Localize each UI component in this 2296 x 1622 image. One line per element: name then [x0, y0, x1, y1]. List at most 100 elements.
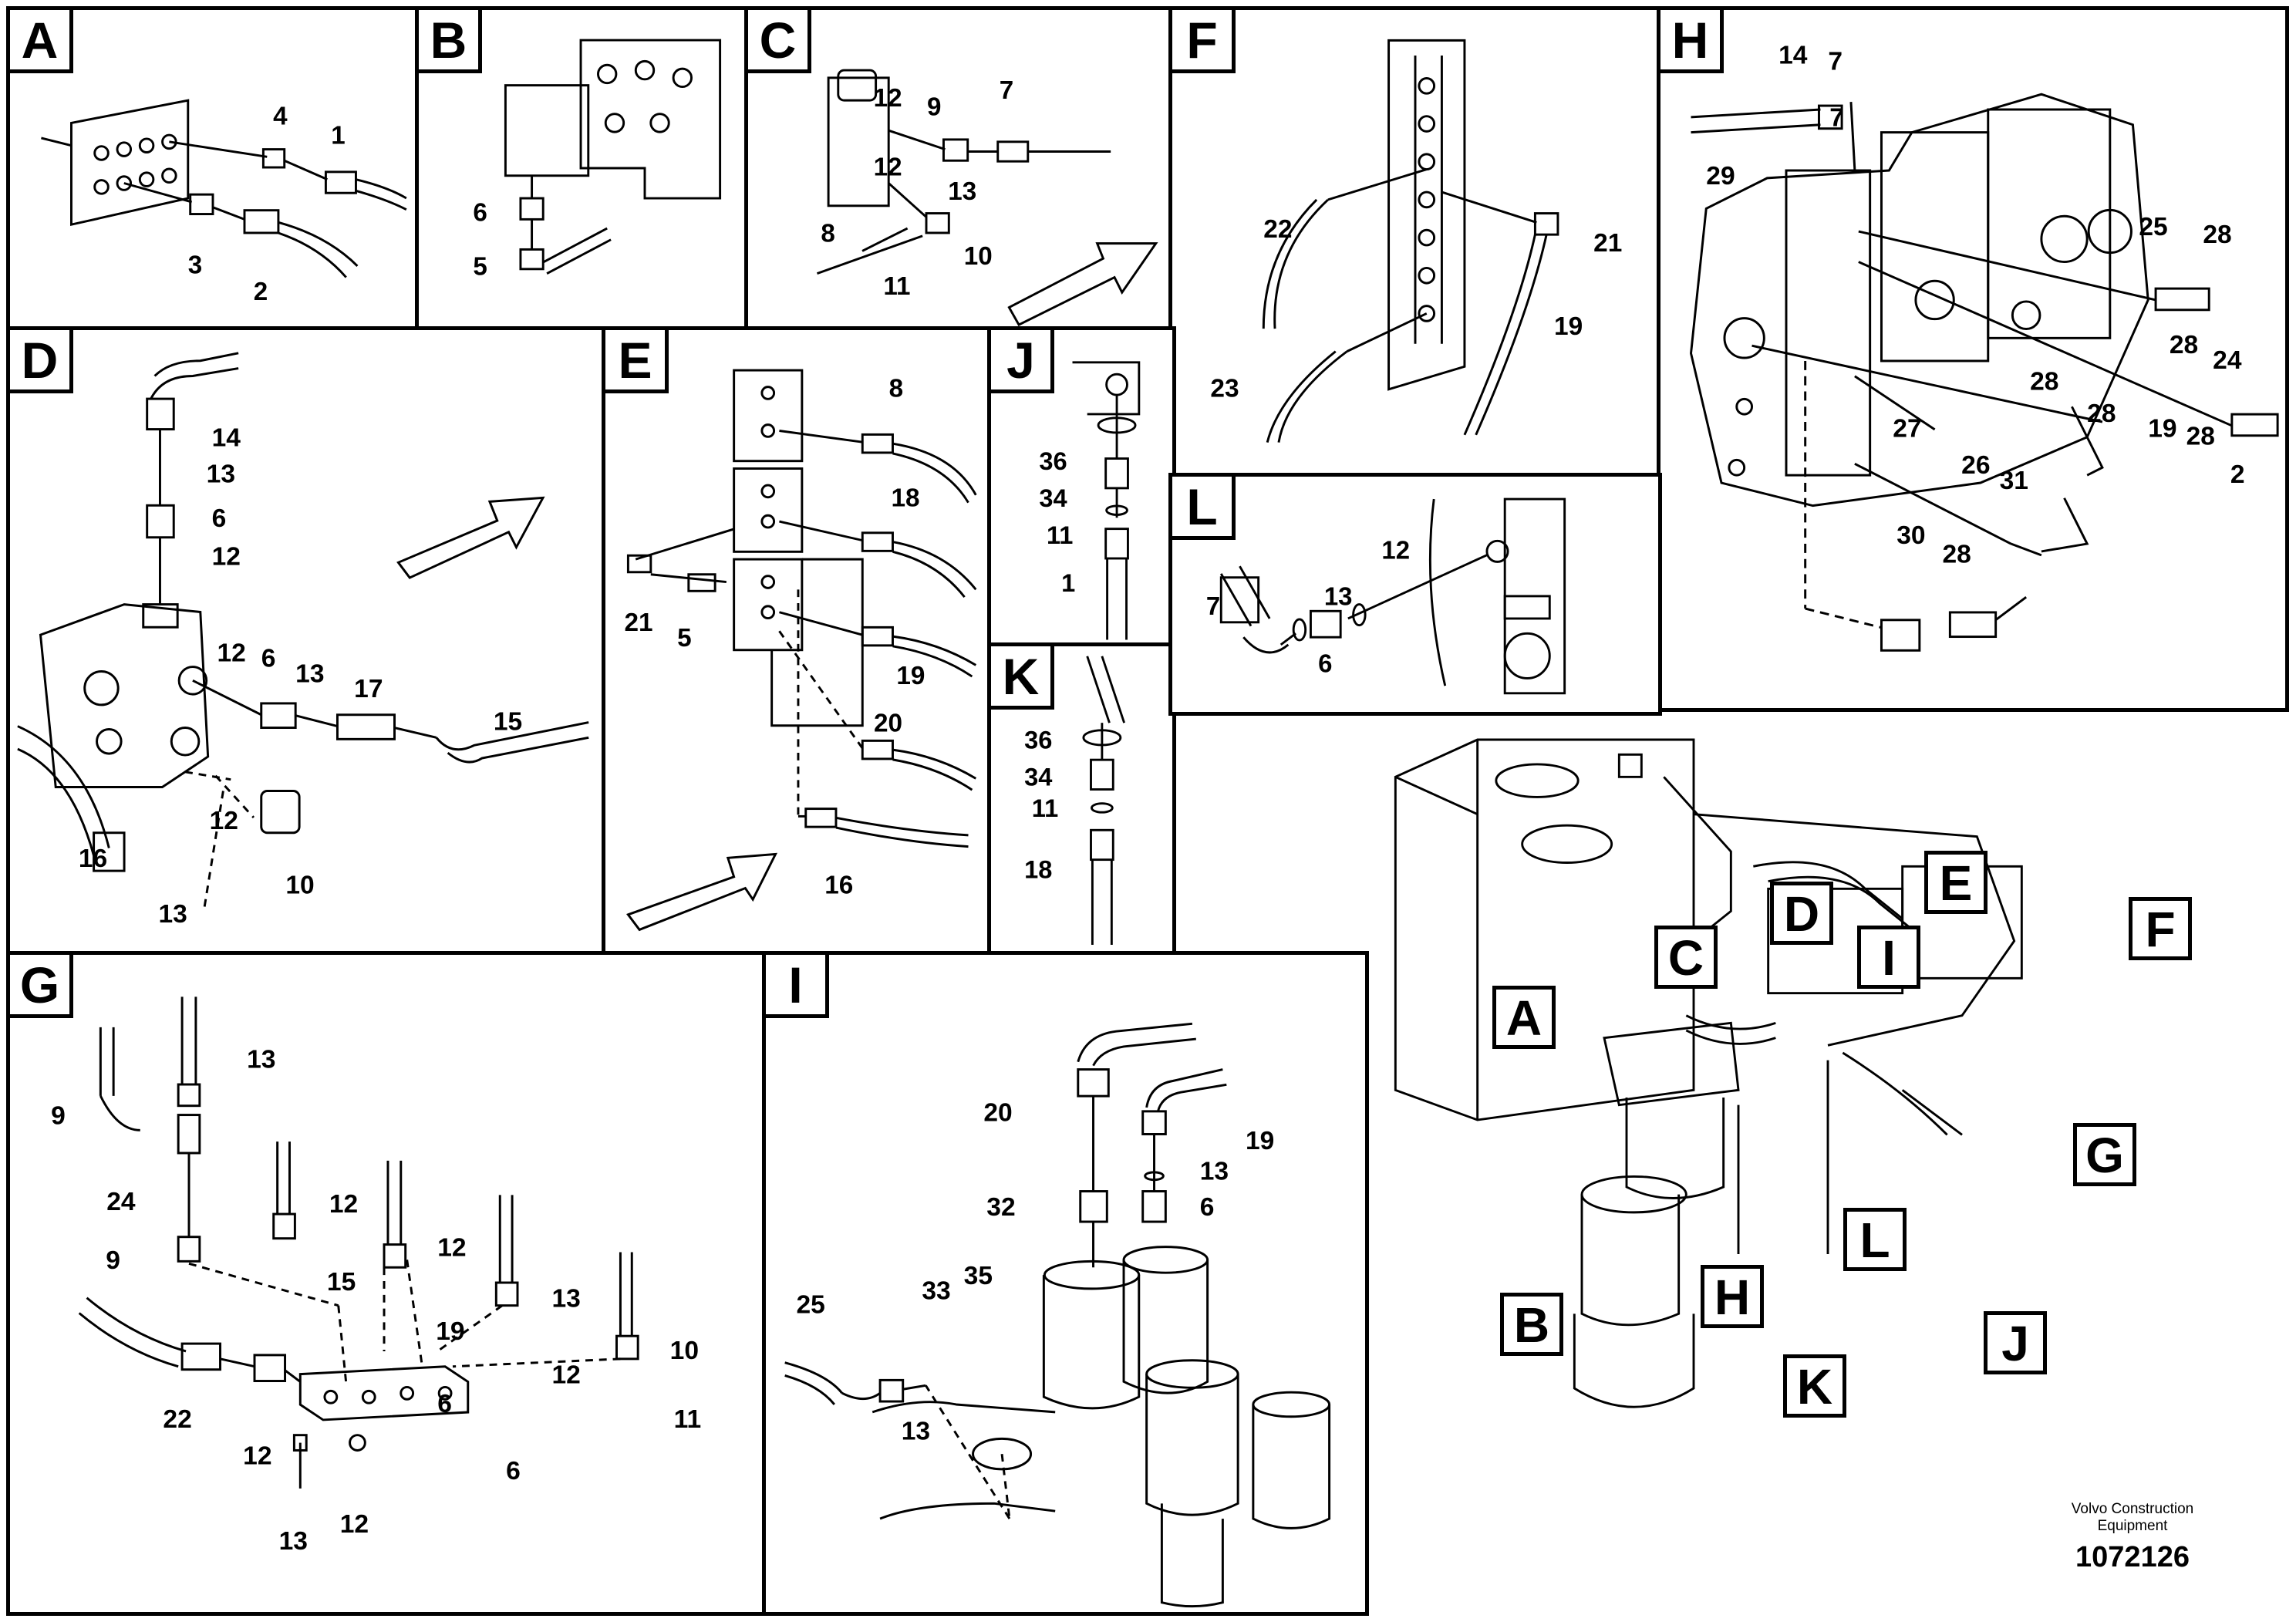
callout-num: 28	[2186, 423, 2215, 451]
callout-num: 19	[1246, 1127, 1274, 1155]
callout-num: 11	[674, 1405, 702, 1434]
callout-num: 12	[874, 84, 902, 113]
callout-num: 22	[1263, 215, 1292, 244]
panel-label: D	[10, 330, 73, 393]
callout-num: 20	[874, 710, 902, 738]
panel-h-drawing: 13 9 24 12 12 9 15 13 19 12 10 11 22 12 …	[51, 996, 702, 1556]
callout-num: 16	[79, 845, 107, 873]
panel-f-drawing: 22 21 19 23	[1210, 39, 1622, 443]
callout-num: 10	[964, 242, 993, 271]
callout-num: 5	[473, 253, 487, 282]
callout-num: 11	[1047, 521, 1073, 549]
callout-num: 17	[354, 675, 383, 703]
callout-num: 12	[210, 807, 238, 835]
manufacturer-name-line2: Equipment	[2097, 1518, 2168, 1534]
panel-i: I	[762, 951, 1369, 1616]
callout-num: 34	[1039, 484, 1067, 512]
callout-num: 28	[2087, 400, 2116, 428]
callout-num: 18	[1024, 855, 1052, 884]
overview-callout-c: C	[1654, 926, 1718, 989]
callout-num: 28	[2170, 331, 2198, 359]
callout-num: 26	[1961, 451, 1990, 480]
callout-num: 15	[327, 1268, 356, 1297]
callout-num: 7	[1206, 592, 1220, 620]
callout-num: 6	[212, 504, 227, 533]
callout-num: 19	[2148, 415, 2176, 443]
callout-num: 6	[506, 1457, 521, 1485]
callout-num: 12	[217, 639, 245, 668]
callout-num: 12	[329, 1190, 358, 1219]
callout-num: 28	[2203, 221, 2231, 249]
manufacturer-footer: Volvo Construction Equipment 1072126	[2040, 1501, 2225, 1574]
callout-num: 6	[473, 198, 487, 227]
callout-num: 20	[983, 1099, 1012, 1128]
callout-num: 1	[331, 122, 345, 150]
callout-num: 28	[2030, 368, 2058, 396]
panel-label: G	[10, 955, 73, 1018]
callout-num: 13	[1200, 1158, 1229, 1186]
callout-num: 32	[986, 1193, 1015, 1222]
drawing-code: 1072126	[2075, 1541, 2190, 1573]
callout-num: 15	[494, 707, 522, 736]
callout-num: 14	[212, 423, 241, 452]
callout-num: 23	[1210, 375, 1239, 403]
callout-num: 25	[796, 1291, 824, 1320]
callout-num: 19	[1554, 312, 1583, 341]
callout-num: 2	[2230, 460, 2245, 489]
panel-a-drawing: 4 1 3 2	[41, 99, 407, 306]
callout-num: 13	[158, 900, 187, 929]
callout-num: 8	[821, 220, 834, 248]
callout-num: 7	[1828, 48, 1843, 76]
overview-machine-drawing	[1394, 738, 2023, 1408]
callout-num: 21	[625, 609, 653, 637]
panel-label: F	[1172, 10, 1236, 73]
callout-num: 10	[670, 1337, 699, 1365]
panel-d-drawing: 14 13 6 12 12 6 13 17 15 12 16 10 13	[17, 352, 589, 929]
overview-callout-e: E	[1924, 851, 1988, 914]
callout-num: 13	[902, 1417, 930, 1445]
panel-l-drawing: 12 13 7 6	[1206, 497, 1566, 695]
panel-i-drawing: 20 19 13 32 6 25 33 35 13	[784, 1022, 1331, 1608]
callout-num: 19	[896, 662, 925, 690]
callout-num: 12	[551, 1361, 580, 1389]
overview-callout-j: J	[1984, 1311, 2047, 1374]
callout-num: 13	[247, 1045, 275, 1074]
callout-num: 12	[437, 1233, 466, 1262]
panel-k: K 36 34 11 18	[987, 642, 1176, 955]
panel-k-drawing: 36 34 11 18	[1024, 656, 1126, 945]
callout-num: 11	[1032, 794, 1058, 822]
panel-label: C	[748, 10, 811, 73]
callout-num: 21	[1593, 229, 1622, 258]
callout-num: 6	[1200, 1193, 1215, 1222]
panel-e: E	[602, 326, 991, 955]
callout-num: 12	[1381, 536, 1410, 565]
callout-num: 8	[889, 374, 904, 403]
overview-callout-l: L	[1843, 1208, 1907, 1271]
callout-num: 33	[922, 1277, 950, 1306]
callout-num: 11	[883, 272, 910, 301]
callout-num: 27	[1893, 415, 1921, 443]
callout-num: 13	[551, 1285, 580, 1313]
callout-num: 35	[964, 1262, 993, 1290]
callout-num: 12	[243, 1442, 271, 1470]
callout-num: 9	[51, 1101, 66, 1130]
callout-num: 24	[2213, 346, 2242, 375]
overview-callout-f: F	[2129, 897, 2192, 960]
callout-num: 34	[1024, 763, 1052, 791]
callout-num: 36	[1024, 726, 1052, 754]
panel-g-drawing: 14 7 29 7 25 28 28 24 28 28 19 28 2 27 2…	[1690, 42, 2279, 652]
callout-num: 6	[261, 645, 276, 673]
callout-num: 9	[927, 93, 941, 122]
overview-callout-b: B	[1500, 1293, 1563, 1356]
panel-g: H	[1657, 6, 2289, 712]
panel-c: C 12 9 7 12 13 8 10 11	[744, 6, 1172, 330]
overview-callout-d: D	[1770, 882, 1833, 945]
callout-num: 9	[106, 1246, 120, 1275]
panel-h: G	[6, 951, 766, 1616]
overview-callout-a: A	[1492, 986, 1556, 1049]
callout-num: 31	[2000, 467, 2028, 495]
panel-label: E	[605, 330, 669, 393]
panel-e-drawing: 8 18 21 5 19 20 16	[625, 369, 977, 932]
panel-label: H	[1660, 10, 1724, 73]
callout-num: 7	[1829, 104, 1844, 133]
